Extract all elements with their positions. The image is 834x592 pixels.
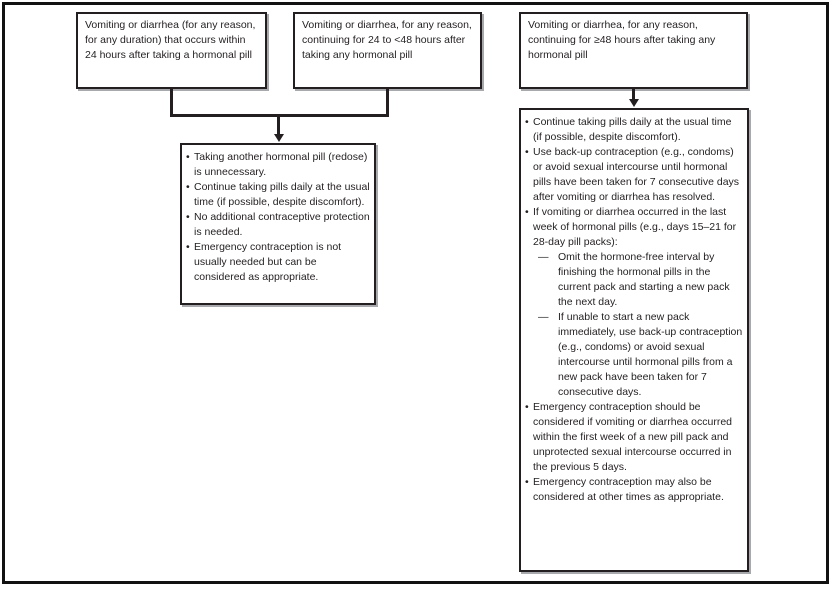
outcome-item-text: Emergency contraception is not usually n…	[194, 241, 342, 283]
bullet-icon: •	[186, 181, 190, 193]
dash-icon: —	[538, 311, 549, 323]
bullet-icon: •	[525, 206, 529, 218]
condition-box-24-to-48-hours: Vomiting or diarrhea, for any reason, co…	[293, 12, 482, 89]
bullet-icon: •	[525, 116, 529, 128]
outcome-item-text: Use back-up contraception (e.g., condoms…	[533, 146, 740, 203]
outcome-item: • Continue taking pills daily at the usu…	[525, 115, 743, 145]
connector-line-left	[170, 88, 173, 116]
connector-line-right-down	[632, 88, 635, 101]
outcome-box-within-48-hours: • Taking another hormonal pill (redose) …	[180, 143, 376, 305]
outcome-item-text: Emergency contraception should be consid…	[533, 401, 733, 473]
bullet-icon: •	[525, 476, 529, 488]
outcome-item: • No additional contraceptive protection…	[186, 210, 370, 240]
condition-text: Vomiting or diarrhea, for any reason, co…	[528, 19, 716, 61]
bullet-icon: •	[186, 151, 190, 163]
outcome-item-text: Omit the hormone-free interval by finish…	[558, 251, 730, 308]
connector-line-middle	[386, 88, 389, 116]
outcome-item-text: No additional contraceptive protection i…	[194, 211, 370, 238]
bullet-icon: •	[186, 241, 190, 253]
bullet-icon: •	[525, 146, 529, 158]
dash-icon: —	[538, 251, 549, 263]
outcome-item: • Emergency contraception is not usually…	[186, 240, 370, 285]
outcome-item: • Taking another hormonal pill (redose) …	[186, 150, 370, 180]
outcome-item: • Use back-up contraception (e.g., condo…	[525, 145, 743, 205]
outcome-item-text: Emergency contraception may also be cons…	[533, 476, 724, 503]
outcome-item-text: Continue taking pills daily at the usual…	[533, 116, 732, 143]
bullet-icon: •	[186, 211, 190, 223]
condition-box-48-hours-or-more: Vomiting or diarrhea, for any reason, co…	[519, 12, 748, 89]
condition-box-within-24-hours: Vomiting or diarrhea (for any reason, fo…	[76, 12, 267, 89]
connector-line-center-down	[277, 114, 280, 135]
outcome-item: • If vomiting or diarrhea occurred in th…	[525, 205, 743, 250]
condition-text: Vomiting or diarrhea, for any reason, co…	[302, 19, 472, 61]
bullet-icon: •	[525, 401, 529, 413]
outcome-box-48-hours-or-more: • Continue taking pills daily at the usu…	[519, 108, 749, 572]
arrow-down-icon	[628, 99, 639, 107]
condition-text: Vomiting or diarrhea (for any reason, fo…	[85, 19, 256, 61]
outcome-item: • Emergency contraception should be cons…	[525, 400, 743, 475]
figure-border	[2, 2, 829, 584]
outcome-item-text: If vomiting or diarrhea occurred in the …	[533, 206, 737, 248]
outcome-item: • Emergency contraception may also be co…	[525, 475, 743, 505]
outcome-item-text: If unable to start a new pack immediatel…	[558, 311, 743, 398]
outcome-subitem: — If unable to start a new pack immediat…	[538, 310, 743, 400]
outcome-item: • Continue taking pills daily at the usu…	[186, 180, 370, 210]
arrow-down-icon	[273, 134, 284, 142]
outcome-subitem: — Omit the hormone-free interval by fini…	[538, 250, 743, 310]
outcome-item-text: Taking another hormonal pill (redose) is…	[194, 151, 368, 178]
outcome-item-text: Continue taking pills daily at the usual…	[194, 181, 370, 208]
